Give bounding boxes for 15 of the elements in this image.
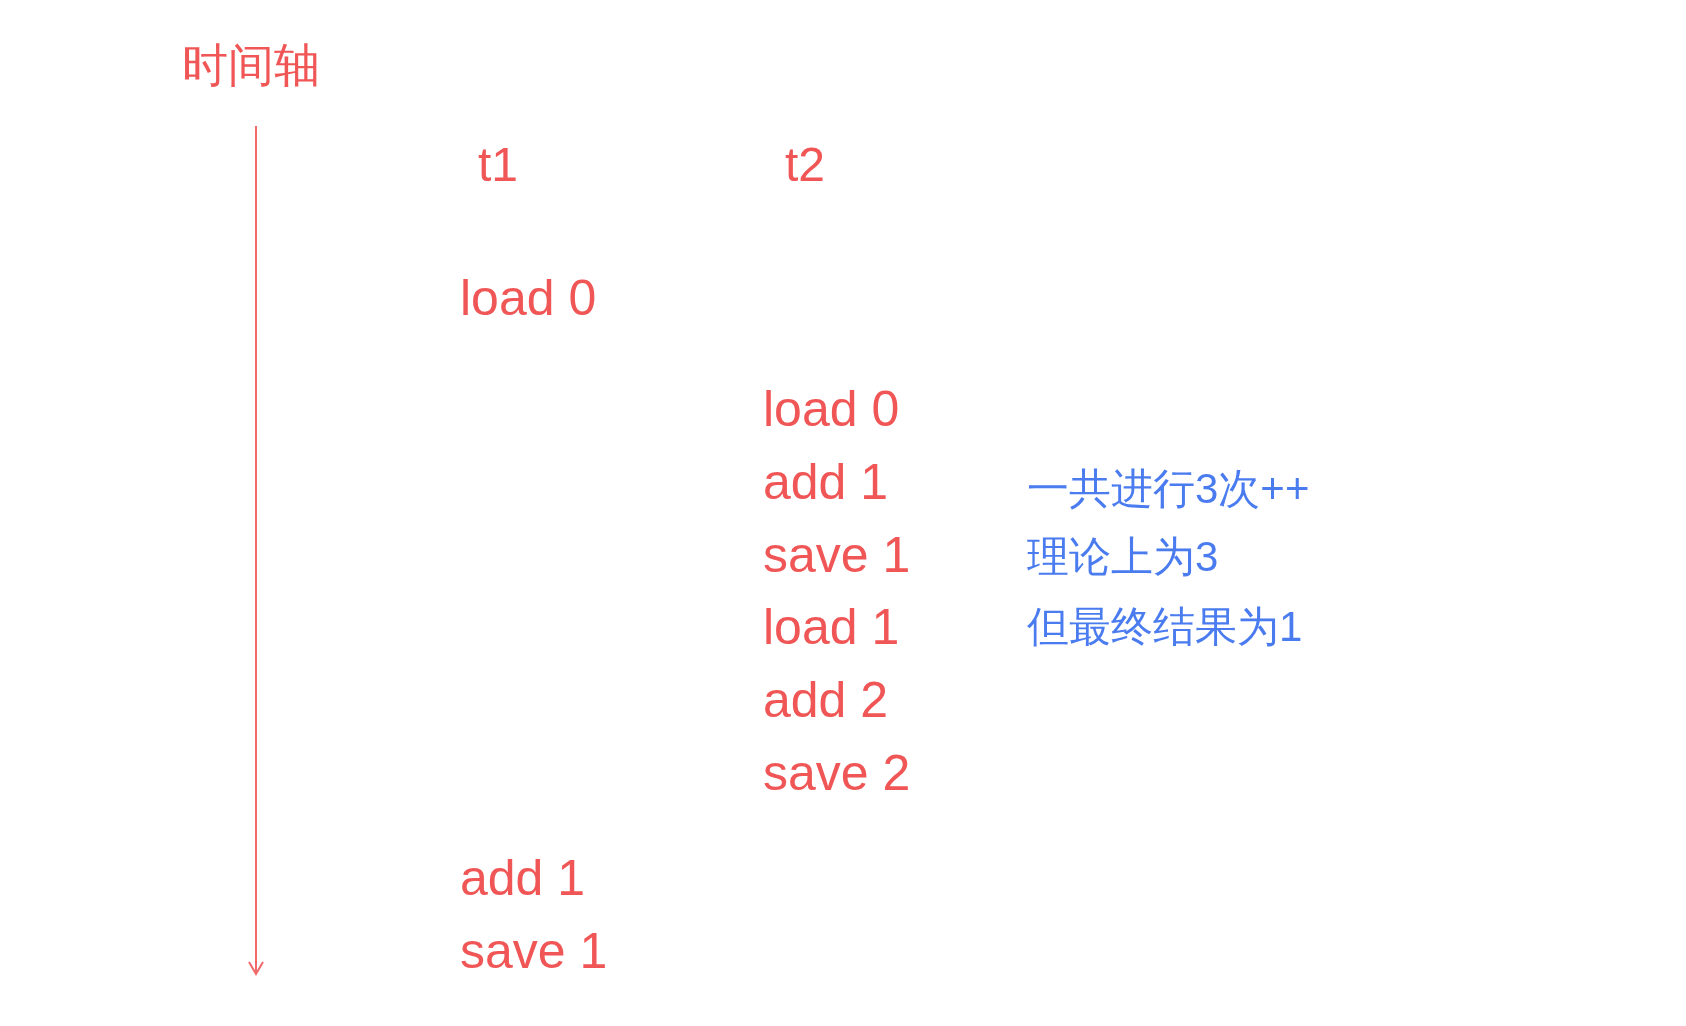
axis-label: 时间轴: [182, 39, 320, 91]
instruction-text: add 1: [763, 454, 889, 510]
instruction-text: add 2: [763, 672, 889, 728]
instruction-text: save 1: [460, 923, 608, 979]
instruction-text: add 1: [460, 850, 586, 906]
note-text: 理论上为3: [1027, 533, 1219, 581]
thread-heading: t1: [478, 138, 519, 192]
instruction-text: load 1: [763, 599, 900, 655]
instruction-text: save 1: [763, 527, 911, 583]
thread-heading: t2: [785, 138, 826, 192]
instruction-text: save 2: [763, 745, 911, 801]
note-text: 但最终结果为1: [1027, 603, 1303, 651]
instruction-text: load 0: [763, 381, 900, 437]
instruction-text: load 0: [460, 270, 597, 326]
note-text: 一共进行3次++: [1027, 465, 1310, 513]
